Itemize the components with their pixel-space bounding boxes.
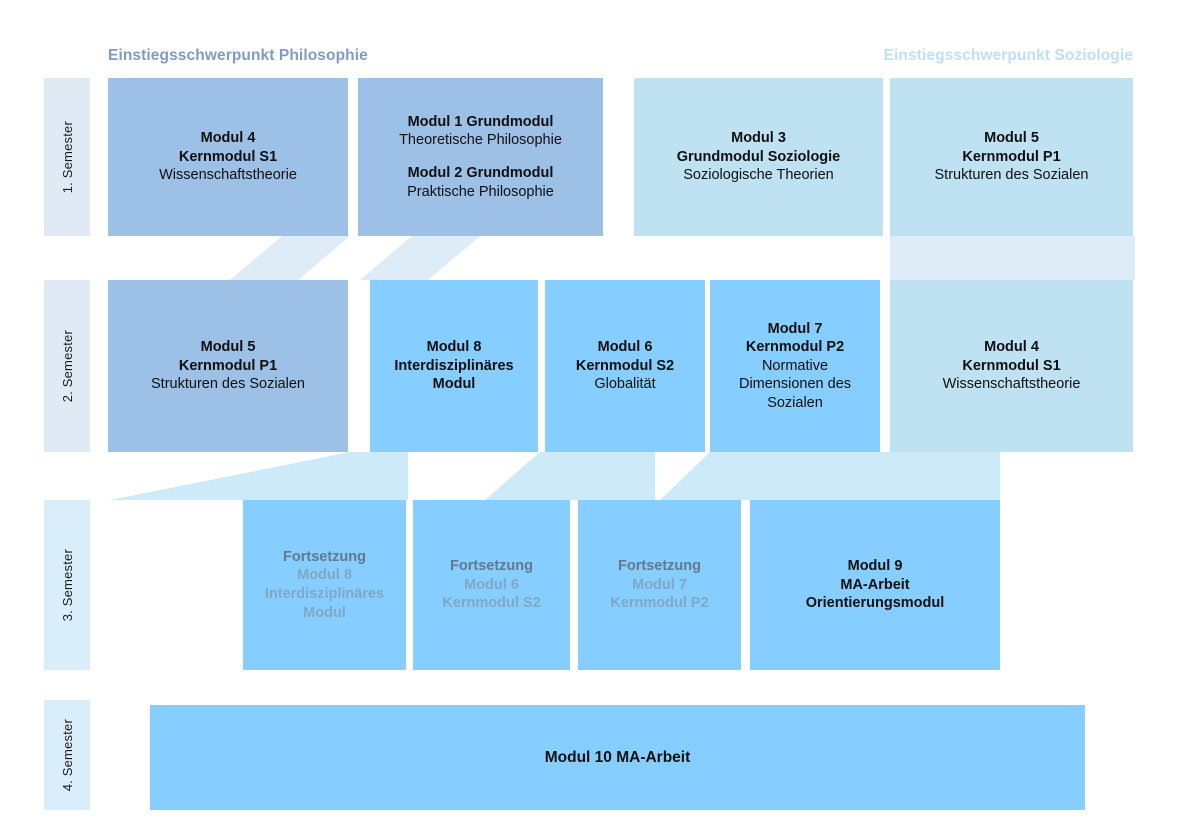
semester-tab-3-label: 3. Semester: [59, 548, 75, 622]
module-box-s1-2-line-2: Theoretische Philosophie: [399, 132, 562, 149]
module-box-s1-2-line-4: Modul 2 Grundmodul: [407, 165, 554, 181]
track-title-philosophy: Einstiegsschwerpunkt Philosophie: [108, 47, 368, 64]
track-title-sociology: Einstiegsschwerpunkt Soziologie: [883, 47, 1133, 64]
module-box-s3-2-line-3: Kernmodul S2: [442, 595, 541, 612]
module-box-s2-1-line-1: Modul 5: [200, 339, 256, 356]
module-box-s3-4-line-1: Modul 9: [847, 558, 903, 575]
module-box-s3-2-line-1: Fortsetzung: [450, 558, 533, 575]
connector-s2-s3-b: [485, 452, 655, 500]
module-box-s1-4-line-3: Strukturen des Sozialen: [934, 167, 1089, 184]
module-box-s1-3-line-1: Modul 3: [731, 130, 786, 147]
module-box-s3-1-line-2: Modul 8: [297, 567, 352, 584]
module-box-s1-2-line-5: Praktische Philosophie: [407, 183, 554, 200]
module-box-s2-5-line-3: Wissenschaftstheorie: [942, 376, 1081, 393]
module-box-s1-1-line-1: Modul 4: [200, 130, 256, 147]
semester-tab-2-label: 2. Semester: [59, 329, 75, 403]
semester-tab-1-label: 1. Semester: [59, 120, 75, 194]
module-box-s2-2-line-2: Interdisziplinäres: [394, 357, 514, 374]
module-box-s2-4-line-4: Dimensionen des: [738, 376, 852, 393]
connector-s1-s2-a: [230, 236, 350, 280]
module-box-s3-4-line-2: MA-Arbeit: [840, 576, 910, 593]
semester-tab-4-label: 4. Semester: [59, 718, 75, 792]
module-box-s2-3-line-1: Modul 6: [597, 339, 653, 356]
module-box-s2-4-line-2: Kernmodul P2: [745, 339, 845, 356]
semester-tab-2: 2. Semester: [44, 280, 90, 452]
module-box-s2-1-line-2: Kernmodul P1: [178, 357, 278, 374]
module-box-s3-1-line-3: Interdisziplinäres: [264, 586, 385, 602]
connector-s2-s3-d: [710, 452, 1000, 500]
module-box-s2-3-line-3: Globalität: [594, 376, 656, 393]
module-box-s2-4-line-5: Sozialen: [767, 394, 823, 411]
module-box-s3-3-line-3: Kernmodul P2: [610, 595, 709, 612]
module-box-s1-1-line-2: Kernmodul S1: [178, 148, 278, 165]
module-box-s3-3-line-1: Fortsetzung: [618, 558, 701, 575]
module-box-s3-3-line-2: Modul 7: [632, 576, 687, 593]
module-box-s2-3-line-2: Kernmodul S2: [575, 357, 675, 374]
module-box-s1-2-line-3: [366, 150, 595, 164]
semester-tab-1: 1. Semester: [44, 78, 90, 236]
module-box-s1-4-line-1: Modul 5: [984, 130, 1039, 147]
module-box-s3-1-line-1: Fortsetzung: [283, 548, 366, 565]
module-box-s3-1-line-4: Modul: [303, 604, 346, 621]
module-box-s2-1-line-3: Strukturen des Sozialen: [151, 376, 305, 393]
semester-tab-3: 3. Semester: [44, 500, 90, 670]
module-box-s1-3-line-3: Soziologische Theorien: [683, 167, 834, 184]
module-box-s1-1-line-3: Wissenschaftstheorie: [159, 167, 297, 184]
module-box-s1-2-line-1: Modul 1 Grundmodul: [407, 113, 554, 130]
module-box-s2-4-line-3: Normative: [761, 357, 829, 374]
module-box-s1-4-line-2: Kernmodul P1: [962, 148, 1061, 165]
module-box-s1-3-line-2: Grundmodul Soziologie: [676, 148, 841, 165]
connector-s1-s2-b: [360, 236, 480, 280]
module-box-s2-5-line-1: Modul 4: [984, 339, 1039, 356]
module-box-s2-4-line-1: Modul 7: [767, 320, 823, 337]
connector-s1-s2-c: [890, 236, 1135, 280]
module-box-s2-5-line-2: Kernmodul S1: [962, 357, 1061, 374]
semester-tab-4: 4. Semester: [44, 700, 90, 810]
module-bar-s4-label: Modul 10 MA-Arbeit: [544, 748, 691, 766]
module-box-s2-2-line-1: Modul 8: [426, 339, 482, 356]
module-box-s2-2-line-3: Modul: [432, 376, 476, 393]
module-box-s3-2-line-2: Modul 6: [464, 576, 519, 593]
module-bar-s4[interactable]: Modul 10 MA-Arbeit: [150, 705, 1085, 810]
module-box-s3-4-line-3: Orientierungsmodul: [805, 595, 945, 612]
connector-s2-s3-a: [110, 452, 408, 500]
